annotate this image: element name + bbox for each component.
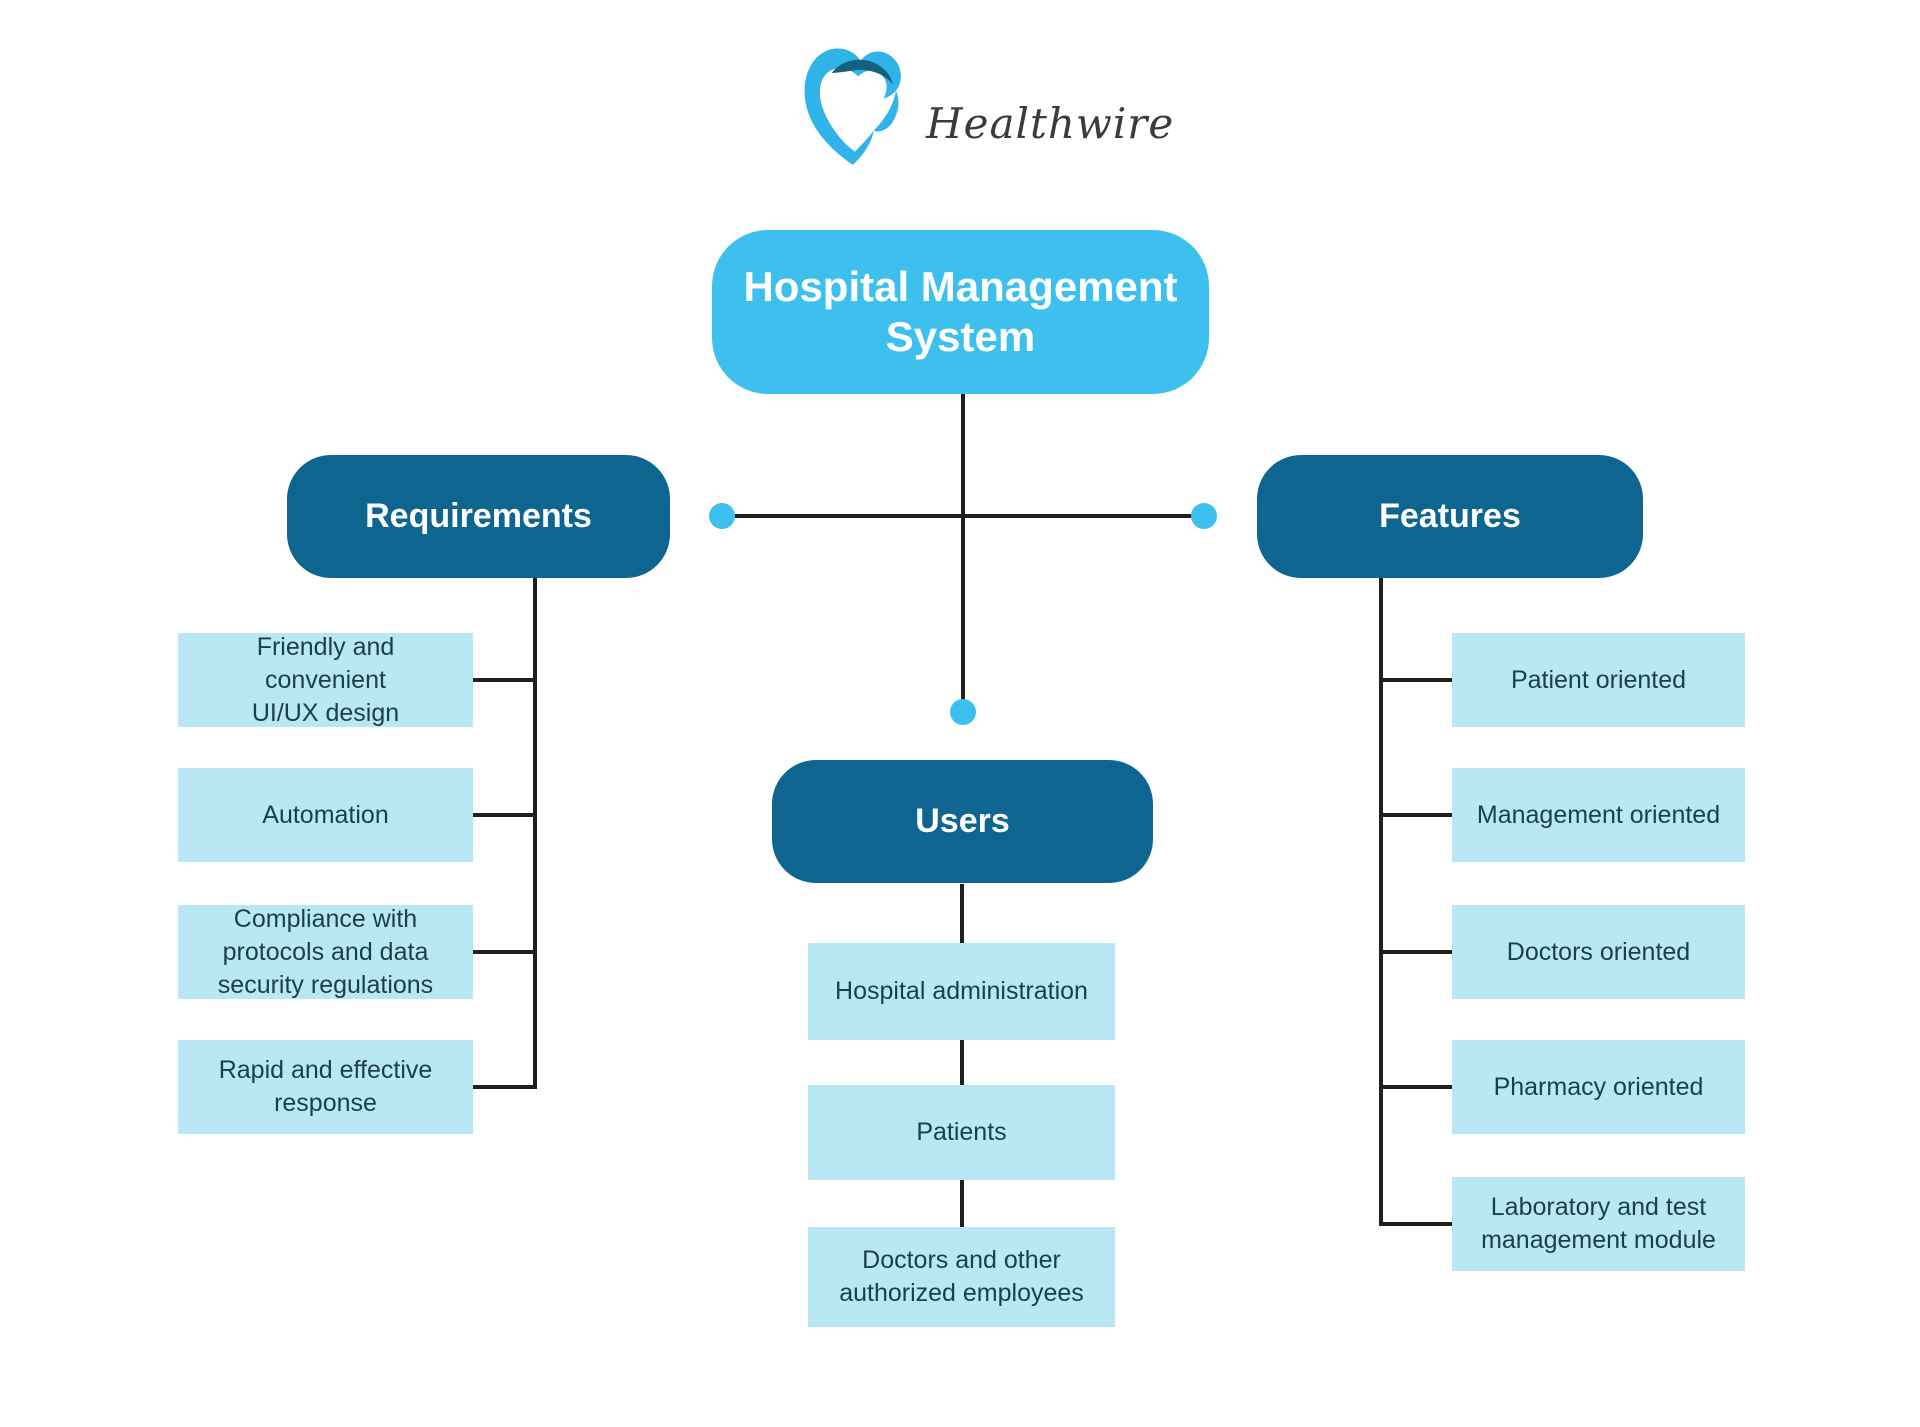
user-item-patients: Patients	[808, 1085, 1115, 1180]
logo-heart-icon	[804, 48, 901, 165]
connector-dot	[709, 503, 735, 529]
feature-item-pharmacy-oriented: Pharmacy oriented	[1452, 1040, 1745, 1134]
branch-node-features: Features	[1257, 455, 1643, 578]
connector-dot	[1191, 503, 1217, 529]
requirement-item-rapid-response: Rapid and effective response	[178, 1040, 473, 1134]
user-item-doctors-employees: Doctors and other authorized employees	[808, 1227, 1115, 1327]
user-item-hospital-administration: Hospital administration	[808, 943, 1115, 1040]
connector-dot	[950, 699, 976, 725]
feature-item-management-oriented: Management oriented	[1452, 768, 1745, 862]
requirement-item-compliance: Compliance with protocols and data secur…	[178, 905, 473, 999]
requirement-item-ui-ux: Friendly and convenient UI/UX design	[178, 633, 473, 727]
branch-node-requirements: Requirements	[287, 455, 670, 578]
root-node-hospital-management-system: Hospital Management System	[712, 230, 1209, 394]
branch-node-users: Users	[772, 760, 1153, 883]
brand-name: Healthwire	[926, 98, 1175, 148]
feature-item-patient-oriented: Patient oriented	[1452, 633, 1745, 727]
feature-item-laboratory-module: Laboratory and test management module	[1452, 1177, 1745, 1271]
requirement-item-automation: Automation	[178, 768, 473, 862]
feature-item-doctors-oriented: Doctors oriented	[1452, 905, 1745, 999]
healthwire-logo: Healthwire	[800, 42, 1174, 166]
